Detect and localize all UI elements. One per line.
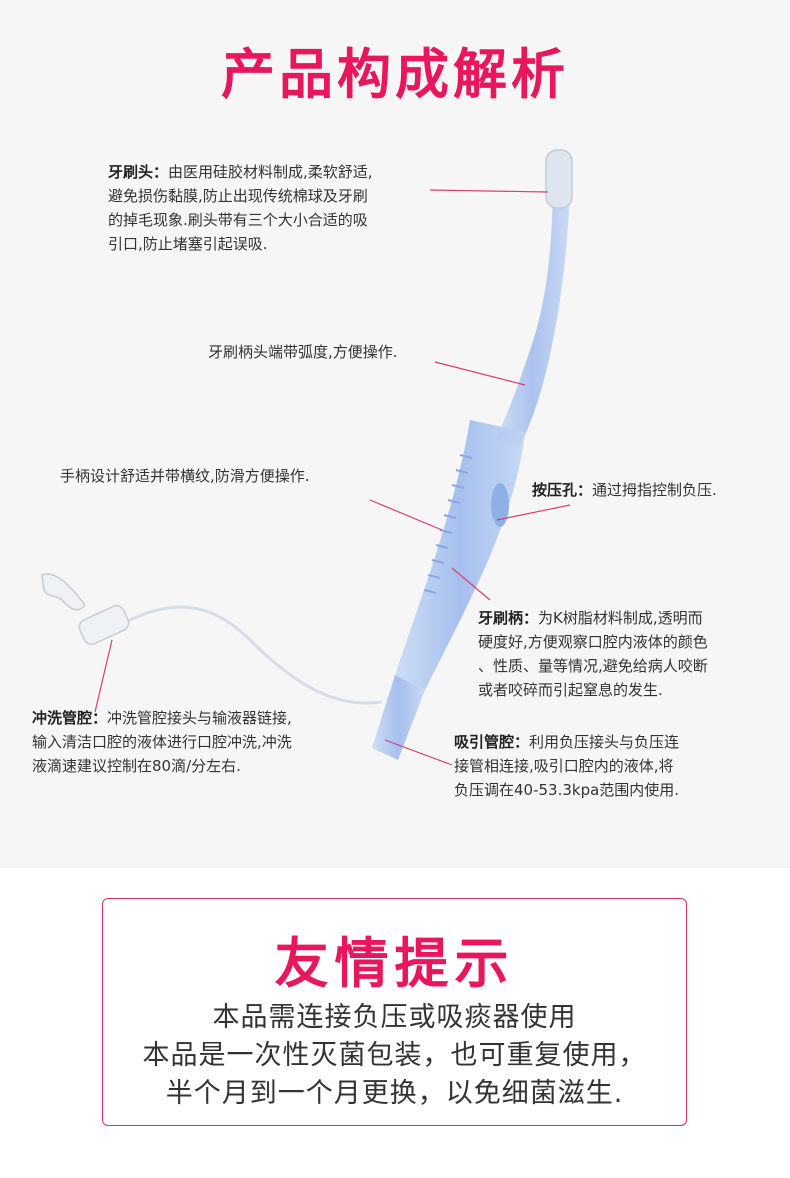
annotation-text: 硬度好,方便观察口腔内液体的颜色 — [478, 633, 708, 651]
grip-ridges — [423, 454, 473, 594]
brush-neck — [495, 190, 570, 446]
annotation-flush-tube: 冲洗管腔：冲洗管腔接头与输液器链接, 输入清洁口腔的液体进行口腔冲洗,冲洗 液滴… — [32, 706, 362, 778]
annotation-text: 由医用硅胶材料制成,柔软舒适, — [168, 163, 373, 181]
annotation-text: 通过拇指控制负压. — [592, 481, 717, 499]
annotation-label: 牙刷头： — [108, 163, 169, 181]
annotation-text: 液滴速建议控制在80滴/分左右. — [32, 757, 241, 775]
annotation-text: 为K树脂材料制成,透明而 — [538, 609, 703, 627]
annotation-text: 负压调在40-53.3kpa范围内使用. — [454, 781, 680, 799]
flush-cap — [41, 573, 86, 611]
annotation-text: 、性质、量等情况,避免给病人咬断 — [478, 657, 708, 675]
annotation-text: 避免损伤黏膜,防止出现传统棉球及牙刷 — [108, 187, 368, 205]
annotation-brush-neck: 牙刷柄头端带弧度,方便操作. — [208, 340, 398, 364]
annotation-text: 引口,防止堵塞引起误吸. — [108, 235, 268, 253]
annotation-grip: 手柄设计舒适并带横纹,防滑方便操作. — [60, 464, 310, 488]
annotation-label: 牙刷柄： — [478, 609, 539, 627]
tips-line: 半个月到一个月更换，以免细菌滋生. — [165, 1078, 624, 1109]
tips-line: 本品是一次性灭菌包装，也可重复使用， — [142, 1040, 647, 1071]
page-title: 产品构成解析 — [221, 43, 569, 106]
annotation-text: 手柄设计舒适并带横纹,防滑方便操作. — [60, 467, 310, 485]
annotation-text: 的掉毛现象.刷头带有三个大小合适的吸 — [108, 211, 368, 229]
annotation-label: 冲洗管腔： — [32, 709, 108, 727]
brush-head — [545, 149, 573, 209]
tips-line: 本品需连接负压或吸痰器使用 — [212, 1002, 577, 1033]
brush-handle — [395, 420, 525, 690]
toothbrush-illustration — [41, 149, 573, 766]
annotation-press-hole: 按压孔：通过拇指控制负压. — [532, 478, 717, 502]
annotation-text: 利用负压接头与负压连 — [529, 733, 680, 751]
annotation-text: 冲洗管腔接头与输液器链接, — [107, 709, 292, 727]
annotation-handle: 牙刷柄：为K树脂材料制成,透明而 硬度好,方便观察口腔内液体的颜色 、性质、量等… — [478, 606, 778, 702]
annotation-text: 输入清洁口腔的液体进行口腔冲洗,冲洗 — [32, 733, 292, 751]
annotation-text: 接管相连接,吸引口腔内的液体,将 — [454, 757, 674, 775]
flush-tube — [119, 605, 383, 705]
annotation-text: 牙刷柄头端带弧度,方便操作. — [208, 343, 398, 361]
leader-lines — [94, 189, 571, 766]
press-hole — [491, 483, 509, 527]
flush-connector — [78, 604, 130, 646]
tips-box: 友情提示 本品需连接负压或吸痰器使用 本品是一次性灭菌包装，也可重复使用， 半个… — [102, 898, 687, 1126]
annotation-label: 按压孔： — [532, 481, 593, 499]
annotation-text: 或者咬碎而引起窒息的发生. — [478, 681, 663, 699]
tips-title: 友情提示 — [274, 932, 515, 995]
annotation-suction-tube: 吸引管腔：利用负压接头与负压连 接管相连接,吸引口腔内的液体,将 负压调在40-… — [454, 730, 754, 802]
annotation-label: 吸引管腔： — [454, 733, 530, 751]
suction-connector — [372, 675, 425, 760]
annotation-brush-head: 牙刷头：由医用硅胶材料制成,柔软舒适, 避免损伤黏膜,防止出现传统棉球及牙刷 的… — [108, 160, 448, 256]
